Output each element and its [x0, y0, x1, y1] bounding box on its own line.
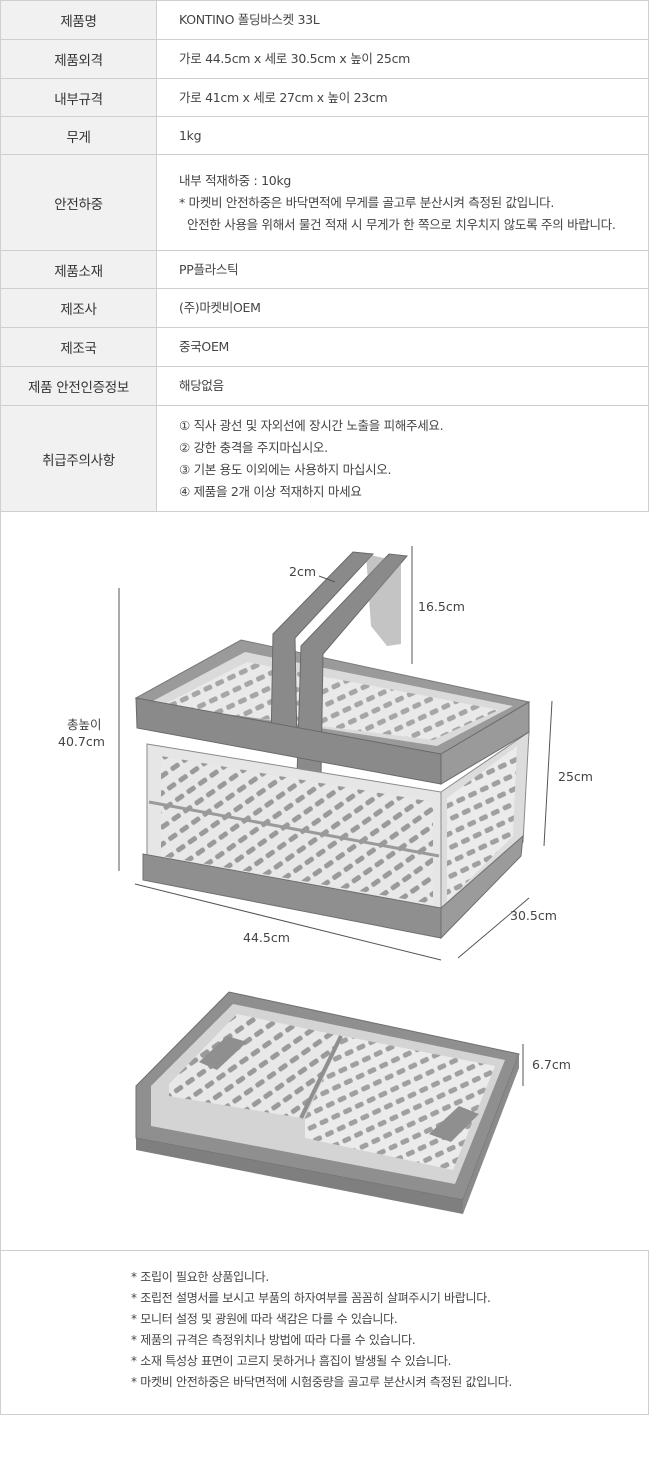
spec-row: 제품명 KONTINO 폴딩바스켓 33L [0, 0, 649, 40]
notice-line: * 소재 특성상 표면이 고르지 못하거나 흠집이 발생될 수 있습니다. [131, 1354, 452, 1368]
spec-value: 해당없음 [156, 366, 649, 406]
spec-key: 제조국 [0, 327, 157, 367]
spec-value: 1kg [156, 116, 649, 155]
spec-value-line: 가로 44.5cm x 세로 30.5cm x 높이 25cm [179, 51, 411, 66]
spec-value: KONTINO 폴딩바스켓 33L [156, 0, 649, 40]
notice-line: * 마켓비 안전하중은 바닥면적에 시험중량을 골고루 분산시켜 측정된 값입니… [131, 1375, 513, 1389]
spec-value-line: 안전한 사용을 위해서 물건 적재 시 무게가 한 쪽으로 치우치지 않도록 주… [187, 216, 616, 232]
notice-line: * 모니터 설정 및 광원에 따라 색감은 다를 수 있습니다. [131, 1312, 398, 1326]
total-height-title: 총높이 [67, 717, 102, 732]
spec-value-line: 가로 41cm x 세로 27cm x 높이 23cm [179, 89, 388, 105]
spec-row: 취급주의사항 ① 직사 광선 및 자외선에 장시간 노출을 피해주세요. ② 강한 … [0, 405, 649, 512]
spec-key: 제품소재 [0, 250, 157, 289]
spec-value-line: (주)마켓비OEM [179, 300, 261, 315]
spec-value-line: 중국OEM [179, 339, 230, 354]
spec-value-line: 내부 적재하중 : 10kg [179, 172, 292, 188]
spec-value-line: KONTINO 폴딩바스켓 33L [179, 12, 320, 27]
spec-value-line: 1kg [179, 127, 202, 143]
spec-value-line: ① 직사 광선 및 자외선에 장시간 노출을 피해주세요. [179, 417, 444, 433]
basket-illustration [118, 546, 553, 1214]
handle-height-label: 16.5cm [418, 599, 465, 614]
spec-table: 제품명 KONTINO 폴딩바스켓 33L 제품외격 가로 44.5cm x 세로 3… [0, 0, 649, 512]
spec-value-line: PP플라스틱 [179, 261, 239, 277]
spec-row: 안전하중 내부 적재하중 : 10kg * 마켓비 안전하중은 바닥면적에 무게를 … [0, 154, 649, 251]
spec-key: 제품외격 [0, 39, 157, 79]
dimension-lines [118, 546, 553, 1086]
spec-row: 제조사 (주)마켓비OEM [0, 288, 649, 328]
spec-value: 중국OEM [156, 327, 649, 367]
spec-key: 무게 [0, 116, 157, 155]
spec-value: 가로 41cm x 세로 27cm x 높이 23cm [156, 78, 649, 117]
spec-value: ① 직사 광선 및 자외선에 장시간 노출을 피해주세요. ② 강한 충격을 주지… [156, 405, 649, 512]
spec-row: 내부규격 가로 41cm x 세로 27cm x 높이 23cm [0, 78, 649, 117]
spec-row: 제품 안전인증정보 해당없음 [0, 366, 649, 406]
spec-row: 제품외격 가로 44.5cm x 세로 30.5cm x 높이 25cm [0, 39, 649, 79]
body-height-label: 25cm [558, 769, 593, 784]
product-dimension-figure: 2cm 16.5cm 총높이 40.7cm 25cm 44.5cm 30.5cm… [0, 506, 650, 1250]
spec-key: 제조사 [0, 288, 157, 328]
spec-row: 무게 1kg [0, 116, 649, 155]
spec-key: 안전하중 [0, 154, 157, 251]
spec-value-line: * 마켓비 안전하중은 바닥면적에 무게를 골고루 분산시켜 측정된 값입니다. [179, 194, 555, 210]
total-height-label: 40.7cm [58, 734, 105, 749]
notice-line: * 조립이 필요한 상품입니다. [131, 1270, 269, 1284]
width-label: 44.5cm [243, 930, 290, 945]
depth-label: 30.5cm [510, 908, 557, 923]
handle-width-label: 2cm [289, 564, 317, 579]
notice-line: * 제품의 규격은 측정위치나 방법에 따라 다를 수 있습니다. [131, 1333, 416, 1347]
spec-value-line: 해당없음 [179, 378, 224, 393]
spec-value-line: ④ 제품을 2개 이상 적재하지 마세요 [179, 483, 362, 499]
folded-basket [135, 991, 520, 1214]
spec-row: 제조국 중국OEM [0, 327, 649, 367]
folded-height-label: 6.7cm [532, 1057, 571, 1072]
spec-value: PP플라스틱 [156, 250, 649, 289]
spec-key: 제품명 [0, 0, 157, 40]
spec-row: 제품소재 PP플라스틱 [0, 250, 649, 289]
spec-value-line: ③ 기본 용도 이외에는 사용하지 마십시오. [179, 461, 392, 477]
spec-value-line: ② 강한 충격을 주지마십시오. [179, 439, 328, 455]
notice-box: * 조립이 필요한 상품입니다. * 조립전 설명서를 보시고 부품의 하자여부… [0, 1250, 649, 1415]
spec-value: (주)마켓비OEM [156, 288, 649, 328]
spec-key: 취급주의사항 [0, 405, 157, 512]
open-basket [134, 551, 531, 940]
spec-key: 제품 안전인증정보 [0, 366, 157, 406]
notice-line: * 조립전 설명서를 보시고 부품의 하자여부를 꼼꼼히 살펴주시기 바랍니다. [131, 1291, 491, 1305]
spec-value: 가로 44.5cm x 세로 30.5cm x 높이 25cm [156, 39, 649, 79]
spec-key: 내부규격 [0, 78, 157, 117]
spec-value: 내부 적재하중 : 10kg * 마켓비 안전하중은 바닥면적에 무게를 골고루 … [156, 154, 649, 251]
